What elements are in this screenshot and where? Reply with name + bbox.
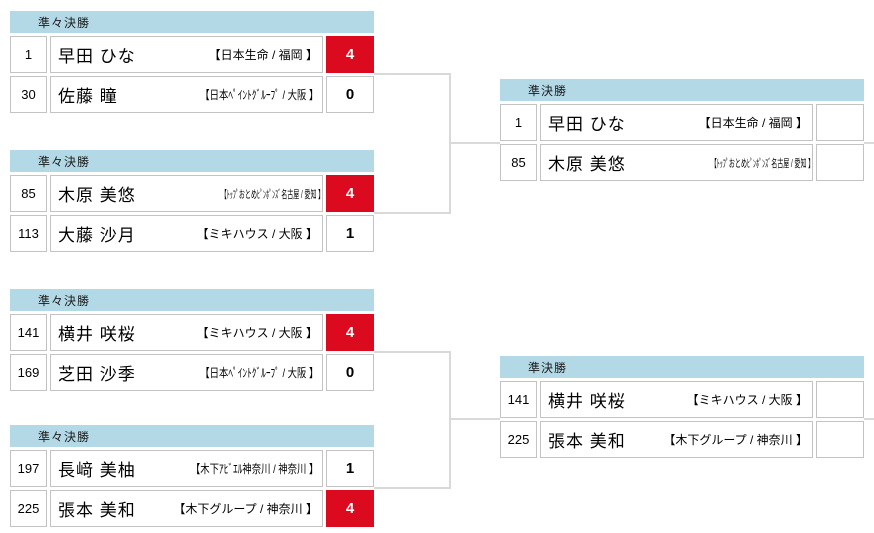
player-name: 早田 ひな (548, 115, 626, 134)
seed-cell: 1 (500, 104, 537, 141)
seed-cell: 225 (500, 421, 537, 458)
bracket-connector-line (374, 487, 451, 489)
player-name: 張本 美和 (548, 432, 626, 451)
round-label: 準決勝 (500, 356, 864, 378)
player-affiliation: 【ﾄｯﾌﾟおとめﾋﾟﾝﾎﾟﾝｽﾞ名古屋 / 愛知 】 (220, 188, 323, 201)
score-cell: 4 (326, 175, 374, 212)
player-name: 横井 咲桜 (58, 325, 136, 344)
player-affiliation: 【木下ｱﾋﾞｴﾙ神奈川 / 神奈川 】 (190, 462, 318, 476)
player-affiliation: 【日本ﾍﾟｲﾝﾄｸﾞﾙｰﾌﾟ / 大阪 】 (199, 88, 318, 102)
player-row: 30 佐藤 瞳 【日本ﾍﾟｲﾝﾄｸﾞﾙｰﾌﾟ / 大阪 】 0 (10, 76, 374, 113)
bracket-connector-line (374, 351, 451, 353)
player-cell: 芝田 沙季 【日本ﾍﾟｲﾝﾄｸﾞﾙｰﾌﾟ / 大阪 】 (50, 354, 323, 391)
round-label: 準々決勝 (10, 150, 374, 172)
player-cell: 早田 ひな 【日本生命 / 福岡 】 (50, 36, 323, 73)
player-row: 141 横井 咲桜 【ミキハウス / 大阪 】 4 (10, 314, 374, 351)
player-name: 木原 美悠 (548, 155, 626, 174)
round-label: 準決勝 (500, 79, 864, 101)
player-affiliation: 【ミキハウス / 大阪 】 (196, 326, 318, 340)
score-cell (816, 104, 864, 141)
player-cell: 張本 美和 【木下グループ / 神奈川 】 (540, 421, 813, 458)
seed-cell: 169 (10, 354, 47, 391)
player-row: 113 大藤 沙月 【ミキハウス / 大阪 】 1 (10, 215, 374, 252)
bracket-connector-line (374, 73, 451, 75)
player-row: 225 張本 美和 【木下グループ / 神奈川 】 4 (10, 490, 374, 527)
player-row: 141 横井 咲桜 【ミキハウス / 大阪 】 (500, 381, 864, 418)
player-row: 1 早田 ひな 【日本生命 / 福岡 】 (500, 104, 864, 141)
player-row: 1 早田 ひな 【日本生命 / 福岡 】 4 (10, 36, 374, 73)
seed-cell: 197 (10, 450, 47, 487)
match-block-quarterfinal-4: 準々決勝 197 長﨑 美柚 【木下ｱﾋﾞｴﾙ神奈川 / 神奈川 】 1 225… (10, 425, 374, 527)
player-row: 85 木原 美悠 【ﾄｯﾌﾟおとめﾋﾟﾝﾎﾟﾝｽﾞ名古屋 / 愛知 】 (500, 144, 864, 181)
player-affiliation: 【木下グループ / 神奈川 】 (173, 502, 318, 516)
player-cell: 大藤 沙月 【ミキハウス / 大阪 】 (50, 215, 323, 252)
player-cell: 張本 美和 【木下グループ / 神奈川 】 (50, 490, 323, 527)
player-affiliation: 【ミキハウス / 大阪 】 (686, 393, 808, 407)
bracket-connector-line (451, 418, 500, 420)
player-row: 225 張本 美和 【木下グループ / 神奈川 】 (500, 421, 864, 458)
match-block-quarterfinal-2: 準々決勝 85 木原 美悠 【ﾄｯﾌﾟおとめﾋﾟﾝﾎﾟﾝｽﾞ名古屋 / 愛知 】… (10, 150, 374, 252)
bracket-connector-line (374, 212, 451, 214)
seed-cell: 141 (500, 381, 537, 418)
bracket-connector-line (451, 142, 500, 144)
score-cell: 4 (326, 314, 374, 351)
player-affiliation: 【日本生命 / 福岡 】 (208, 48, 318, 62)
player-name: 張本 美和 (58, 501, 136, 520)
bracket-connector-line (449, 73, 451, 214)
player-cell: 横井 咲桜 【ミキハウス / 大阪 】 (50, 314, 323, 351)
match-block-quarterfinal-3: 準々決勝 141 横井 咲桜 【ミキハウス / 大阪 】 4 169 芝田 沙季… (10, 289, 374, 391)
player-cell: 佐藤 瞳 【日本ﾍﾟｲﾝﾄｸﾞﾙｰﾌﾟ / 大阪 】 (50, 76, 323, 113)
score-cell: 4 (326, 36, 374, 73)
seed-cell: 225 (10, 490, 47, 527)
player-cell: 早田 ひな 【日本生命 / 福岡 】 (540, 104, 813, 141)
score-cell (816, 144, 864, 181)
player-row: 197 長﨑 美柚 【木下ｱﾋﾞｴﾙ神奈川 / 神奈川 】 1 (10, 450, 374, 487)
player-cell: 木原 美悠 【ﾄｯﾌﾟおとめﾋﾟﾝﾎﾟﾝｽﾞ名古屋 / 愛知 】 (540, 144, 813, 181)
player-name: 佐藤 瞳 (58, 87, 118, 106)
player-name: 早田 ひな (58, 47, 136, 66)
match-block-quarterfinal-1: 準々決勝 1 早田 ひな 【日本生命 / 福岡 】 4 30 佐藤 瞳 【日本ﾍ… (10, 11, 374, 113)
score-cell: 1 (326, 450, 374, 487)
player-affiliation: 【日本生命 / 福岡 】 (698, 116, 808, 130)
player-name: 木原 美悠 (58, 186, 136, 205)
player-affiliation: 【ミキハウス / 大阪 】 (196, 227, 318, 241)
score-cell: 4 (326, 490, 374, 527)
seed-cell: 85 (10, 175, 47, 212)
score-cell (816, 381, 864, 418)
round-label: 準々決勝 (10, 425, 374, 447)
player-affiliation: 【木下グループ / 神奈川 】 (663, 433, 808, 447)
match-block-semifinal-1: 準決勝 1 早田 ひな 【日本生命 / 福岡 】 85 木原 美悠 【ﾄｯﾌﾟお… (500, 79, 864, 181)
score-cell: 0 (326, 354, 374, 391)
seed-cell: 30 (10, 76, 47, 113)
player-name: 横井 咲桜 (548, 392, 626, 411)
player-row: 169 芝田 沙季 【日本ﾍﾟｲﾝﾄｸﾞﾙｰﾌﾟ / 大阪 】 0 (10, 354, 374, 391)
bracket-connector-line (864, 142, 874, 144)
score-cell: 1 (326, 215, 374, 252)
bracket-connector-line (864, 418, 874, 420)
player-name: 芝田 沙季 (58, 365, 136, 384)
player-cell: 長﨑 美柚 【木下ｱﾋﾞｴﾙ神奈川 / 神奈川 】 (50, 450, 323, 487)
bracket-connector-line (449, 351, 451, 489)
seed-cell: 113 (10, 215, 47, 252)
score-cell (816, 421, 864, 458)
round-label: 準々決勝 (10, 289, 374, 311)
player-row: 85 木原 美悠 【ﾄｯﾌﾟおとめﾋﾟﾝﾎﾟﾝｽﾞ名古屋 / 愛知 】 4 (10, 175, 374, 212)
round-label: 準々決勝 (10, 11, 374, 33)
player-affiliation: 【ﾄｯﾌﾟおとめﾋﾟﾝﾎﾟﾝｽﾞ名古屋 / 愛知 】 (710, 157, 813, 170)
seed-cell: 141 (10, 314, 47, 351)
player-cell: 木原 美悠 【ﾄｯﾌﾟおとめﾋﾟﾝﾎﾟﾝｽﾞ名古屋 / 愛知 】 (50, 175, 323, 212)
player-name: 大藤 沙月 (58, 226, 136, 245)
player-cell: 横井 咲桜 【ミキハウス / 大阪 】 (540, 381, 813, 418)
player-affiliation: 【日本ﾍﾟｲﾝﾄｸﾞﾙｰﾌﾟ / 大阪 】 (199, 366, 318, 380)
seed-cell: 1 (10, 36, 47, 73)
score-cell: 0 (326, 76, 374, 113)
player-name: 長﨑 美柚 (58, 461, 136, 480)
seed-cell: 85 (500, 144, 537, 181)
match-block-semifinal-2: 準決勝 141 横井 咲桜 【ミキハウス / 大阪 】 225 張本 美和 【木… (500, 356, 864, 458)
